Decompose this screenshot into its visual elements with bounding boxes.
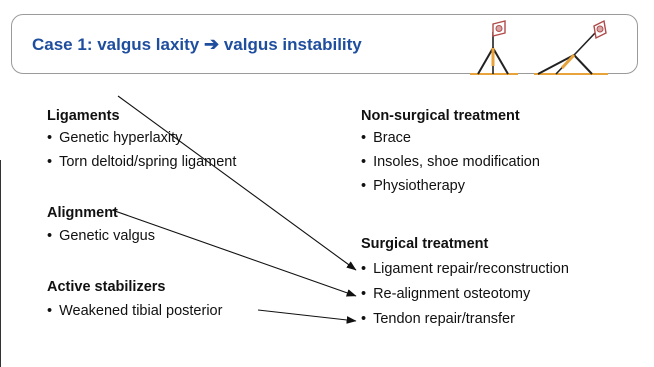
slide-left-edge	[0, 160, 1, 367]
surgical-item-3: Tendon repair/transfer	[361, 311, 515, 328]
collapsed-tent-icon	[534, 18, 608, 80]
arrow-stabilizers-to-tendon	[258, 310, 356, 321]
alignment-item-1: Genetic valgus	[47, 228, 155, 245]
nonsurgical-item-3: Physiotherapy	[361, 178, 465, 195]
surgical-heading: Surgical treatment	[361, 236, 488, 253]
nonsurgical-item-2: Insoles, shoe modification	[361, 154, 540, 171]
stabilizers-item-1: Weakened tibial posterior	[47, 303, 222, 320]
nonsurgical-item-1: Brace	[361, 130, 411, 147]
ligaments-item-2: Torn deltoid/spring ligament	[47, 154, 236, 171]
title-start: Case 1: valgus laxity	[32, 35, 199, 54]
ligaments-heading: Ligaments	[47, 108, 120, 125]
nonsurgical-heading: Non-surgical treatment	[361, 108, 520, 125]
surgical-item-1: Ligament repair/reconstruction	[361, 261, 569, 278]
ligaments-item-1: Genetic hyperlaxity	[47, 130, 182, 147]
upright-tent-icon	[470, 18, 518, 80]
stabilizers-heading: Active stabilizers	[47, 279, 165, 296]
slide-title: Case 1: valgus laxity ➔ valgus instabili…	[32, 34, 362, 55]
arrow-icon: ➔	[204, 34, 219, 54]
surgical-item-2: Re-alignment osteotomy	[361, 286, 530, 303]
alignment-heading: Alignment	[47, 205, 118, 222]
title-end: valgus instability	[224, 35, 362, 54]
